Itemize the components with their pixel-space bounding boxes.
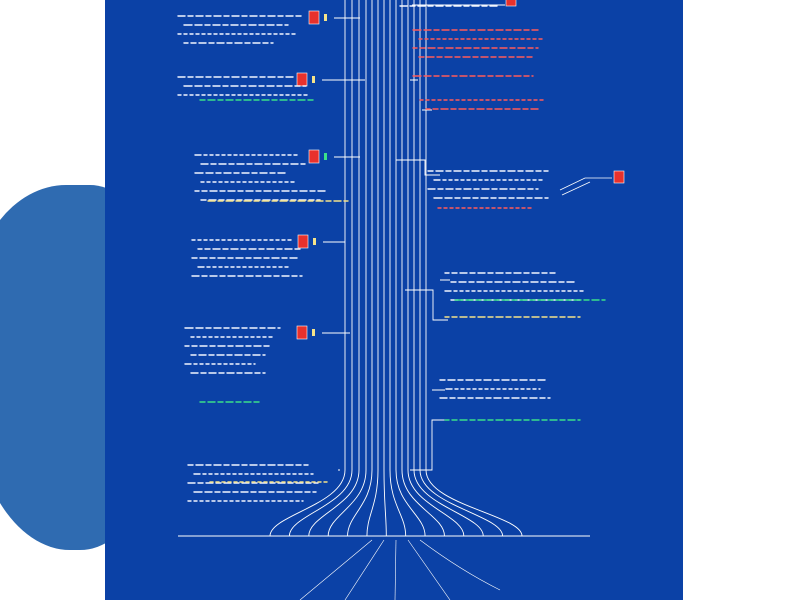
marker-dot-icon — [313, 238, 316, 245]
red-square-icon — [613, 170, 625, 184]
branch-connector-green — [559, 177, 612, 191]
red-square-icon — [297, 234, 309, 249]
trunk-line — [401, 0, 445, 537]
marker-dot-icon — [324, 14, 327, 21]
trunk-line — [383, 0, 387, 537]
marker-dot-icon — [312, 76, 315, 83]
trunk-line — [389, 0, 407, 537]
trunk-line — [395, 0, 426, 537]
trunk-line — [308, 0, 360, 537]
marker-dot-icon — [324, 153, 327, 160]
trunk-line — [327, 0, 367, 537]
marker-dot-icon — [312, 329, 315, 336]
root-line — [394, 539, 397, 600]
root-line — [419, 539, 501, 591]
trunk-line — [419, 0, 504, 537]
root-line — [299, 539, 373, 600]
trunk-line — [407, 0, 465, 537]
red-square-icon — [505, 0, 517, 7]
red-square-icon — [308, 149, 320, 164]
root-line — [407, 539, 451, 600]
branch-elbow-right — [396, 159, 440, 176]
trunk-line — [425, 0, 523, 537]
branch-connector-green — [561, 181, 591, 196]
red-square-icon — [296, 325, 308, 340]
branch-elbow-right — [405, 289, 448, 321]
red-square-icon — [308, 10, 320, 25]
branch-elbow-right — [410, 419, 445, 471]
trunk-line — [366, 0, 379, 537]
trunk-line — [269, 0, 346, 537]
trunk-line — [288, 0, 353, 537]
trunk-line — [413, 0, 484, 537]
red-square-icon — [296, 72, 308, 87]
trunk-line — [347, 0, 373, 537]
root-line — [344, 539, 385, 600]
